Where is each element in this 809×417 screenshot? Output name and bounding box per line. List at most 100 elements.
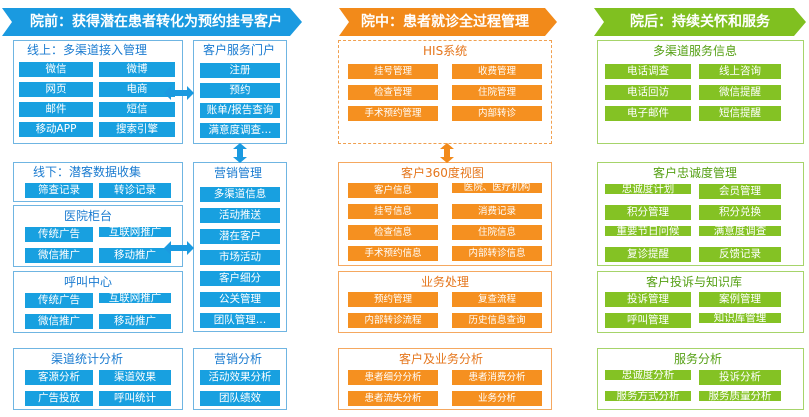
offline-item-screening: 筛查记录 xyxy=(25,183,93,198)
header-after-visit: 院后：持续关怀和服务 xyxy=(594,8,806,36)
header-during-visit: 院中：患者就诊全过程管理 xyxy=(339,8,557,36)
business-processing-panel: 业务处理 预约管理 复查流程 内部转诊流程 历史信息查询 xyxy=(338,271,552,333)
customer-360-title: 客户360度视图 xyxy=(401,166,484,180)
view360-item-registration: 挂号信息 xyxy=(348,204,438,219)
customer-analysis-title: 客户及业务分析 xyxy=(399,352,484,366)
online-channels-title: 线上：多渠道接入管理 xyxy=(27,43,148,57)
his-item-surgery: 手术预约管理 xyxy=(348,106,438,121)
loyalty-item-revisit: 复诊提醒 xyxy=(605,247,691,262)
marketing-item-team: 团队管理… xyxy=(200,313,280,328)
counter-item-wechat-promo: 微信推广 xyxy=(25,248,93,263)
business-processing-title: 业务处理 xyxy=(421,275,470,289)
online-item-email: 邮件 xyxy=(19,102,93,117)
header-before-label: 院前：获得潜在患者转化为预约挂号客户 xyxy=(30,14,282,30)
portal-item-satisfaction: 满意度调查… xyxy=(200,123,280,138)
online-item-search-engine: 搜索引擎 xyxy=(99,122,175,137)
service-analysis-item-quality: 服务质量分析 xyxy=(699,391,781,401)
his-system-title: HIS系统 xyxy=(423,44,468,58)
analysis-item-churn: 患者流失分析 xyxy=(348,391,438,406)
service-item-wechat-reminder: 微信提醒 xyxy=(699,85,781,100)
offline-title: 线下：潜客数据收集 xyxy=(33,165,142,179)
service-analysis-item-loyalty: 忠诚度分析 xyxy=(605,370,691,380)
counter-item-mobile-promo: 移动推广 xyxy=(99,248,171,263)
service-analysis-item-mode: 服务方式分析 xyxy=(605,391,691,401)
loyalty-item-holiday: 重要节日问候 xyxy=(605,226,691,236)
marketing-analysis-item-team: 团队绩效 xyxy=(200,391,280,406)
offline-item-referral: 转诊记录 xyxy=(99,183,171,198)
customer-analysis-panel: 客户及业务分析 患者细分分析 患者消费分析 患者流失分析 业务分析 xyxy=(338,348,552,410)
view360-item-referral: 内部转诊信息 xyxy=(452,246,542,261)
call-item-traditional-ad: 传统广告 xyxy=(25,293,93,308)
marketing-mgmt-title: 营销管理 xyxy=(214,166,263,180)
marketing-item-multichannel: 多渠道信息 xyxy=(200,187,280,202)
marketing-analysis-item-campaign: 活动效果分析 xyxy=(200,370,280,385)
channels-marketing-connector xyxy=(164,241,194,255)
marketing-analysis-title: 营销分析 xyxy=(214,352,263,366)
call-item-wechat-promo: 微信推广 xyxy=(25,314,93,329)
view360-item-institution: 医院、医疗机构 xyxy=(452,183,542,193)
his-item-internal-referral: 内部转诊 xyxy=(452,106,542,121)
portal-item-bill-report: 账单/报告查询 xyxy=(200,103,280,118)
call-item-mobile-promo: 移动推广 xyxy=(99,314,171,329)
counter-item-internet-promo: 互联网推广 xyxy=(99,227,171,237)
service-analysis-panel: 服务分析 忠诚度分析 投诉分析 服务方式分析 服务质量分析 xyxy=(597,348,804,410)
marketing-item-push: 活动推送 xyxy=(200,208,280,223)
business-item-review: 复查流程 xyxy=(452,292,542,307)
hospital-counter-title: 医院柜台 xyxy=(64,209,113,223)
view360-item-customer-info: 客户信息 xyxy=(348,183,438,198)
online-item-weibo: 微博 xyxy=(99,62,175,77)
portal-online-connector xyxy=(164,86,194,100)
loyalty-item-points: 积分管理 xyxy=(605,205,691,220)
loyalty-title: 客户忠诚度管理 xyxy=(653,166,738,180)
portal-item-register: 注册 xyxy=(200,63,280,78)
service-analysis-title: 服务分析 xyxy=(674,352,723,366)
call-item-internet-promo: 互联网推广 xyxy=(99,293,171,303)
loyalty-item-redeem: 积分兑换 xyxy=(699,205,781,220)
channel-analysis-title: 渠道统计分析 xyxy=(51,352,124,366)
service-item-online-consult: 线上咨询 xyxy=(699,64,781,79)
analysis-item-business: 业务分析 xyxy=(452,391,542,406)
loyalty-item-feedback: 反馈记录 xyxy=(699,247,781,262)
header-before-visit: 院前：获得潜在患者转化为预约挂号客户 xyxy=(2,8,302,36)
his-item-inpatient: 住院管理 xyxy=(452,85,542,100)
online-item-mobile-app: 移动APP xyxy=(19,122,93,137)
view360-item-inpatient: 住院信息 xyxy=(452,225,542,240)
his-item-registration: 挂号管理 xyxy=(348,64,438,79)
analysis-item-segmentation: 患者细分分析 xyxy=(348,370,438,385)
service-item-phone-survey: 电话调查 xyxy=(605,64,691,79)
complaints-panel: 客户投诉与知识库 投诉管理 案例管理 呼叫管理 知识库管理 xyxy=(597,271,804,333)
customer-360-panel: 客户360度视图 客户信息 医院、医疗机构 挂号信息 消费记录 检查信息 住院信… xyxy=(338,162,552,266)
channel-item-effect: 渠道效果 xyxy=(99,370,171,385)
online-item-sms: 短信 xyxy=(99,102,175,117)
marketing-item-pr: 公关管理 xyxy=(200,292,280,307)
channel-analysis-panel: 渠道统计分析 客源分析 渠道效果 广告投放 呼叫统计 xyxy=(13,348,183,410)
business-item-referral-flow: 内部转诊流程 xyxy=(348,313,438,328)
service-item-email: 电子邮件 xyxy=(605,106,691,121)
service-portal-title: 客户服务门户 xyxy=(203,43,276,57)
business-item-appointment: 预约管理 xyxy=(348,292,438,307)
complaint-item-cases: 案例管理 xyxy=(699,292,781,307)
business-item-history: 历史信息查询 xyxy=(452,313,542,328)
online-item-wechat: 微信 xyxy=(19,62,93,77)
view360-item-examination: 检查信息 xyxy=(348,225,438,240)
call-center-title: 呼叫中心 xyxy=(64,275,113,289)
marketing-item-prospects: 潜在客户 xyxy=(200,229,280,244)
complaint-item-complaints: 投诉管理 xyxy=(605,292,691,307)
hospital-counter-panel: 医院柜台 传统广告 互联网推广 微信推广 移动推广 xyxy=(13,205,183,267)
loyalty-item-membership: 会员管理 xyxy=(699,184,781,199)
his-view360-connector xyxy=(440,143,454,163)
service-portal-panel: 客户服务门户 注册 预约 账单/报告查询 满意度调查… xyxy=(193,40,287,144)
marketing-item-campaigns: 市场活动 xyxy=(200,250,280,265)
multichannel-service-panel: 多渠道服务信息 电话调查 线上咨询 电话回访 微信提醒 电子邮件 短信提醒 xyxy=(597,40,804,144)
service-item-phone-followup: 电话回访 xyxy=(605,85,691,100)
service-item-sms-reminder: 短信提醒 xyxy=(699,106,781,121)
header-after-label: 院后：持续关怀和服务 xyxy=(630,14,770,30)
complaints-title: 客户投诉与知识库 xyxy=(646,275,743,289)
complaint-item-knowledge: 知识库管理 xyxy=(699,313,781,323)
loyalty-item-program: 忠诚度计划 xyxy=(605,184,691,194)
offline-panel: 线下：潜客数据收集 筛查记录 转诊记录 xyxy=(13,162,183,202)
portal-item-appointment: 预约 xyxy=(200,83,280,98)
view360-item-surgery: 手术预约信息 xyxy=(348,246,438,261)
channel-item-source: 客源分析 xyxy=(25,370,93,385)
view360-item-consumption: 消费记录 xyxy=(452,204,542,219)
